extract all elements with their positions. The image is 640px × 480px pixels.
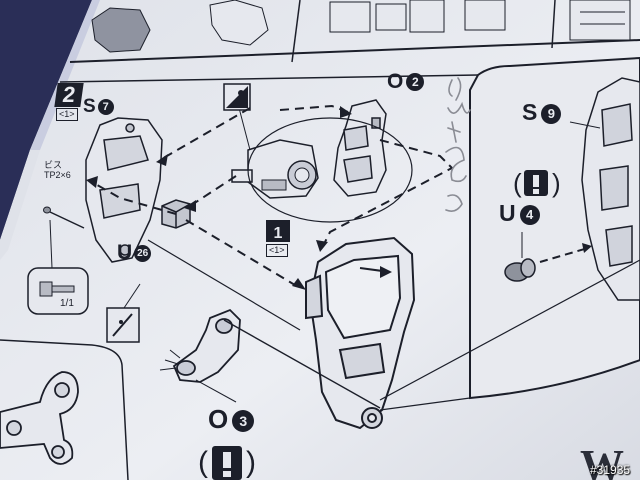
screw-qty-box (27, 219, 89, 315)
screw-spec-line2: TP2×6 (44, 170, 71, 180)
next-heading-partial: W (580, 441, 626, 480)
label-s7-letter: S (83, 96, 96, 117)
callout-ellipse (247, 117, 413, 223)
warning-icon-right: ( ) (513, 168, 561, 198)
svg-text:): ) (552, 168, 561, 198)
screw-part (43, 206, 85, 229)
sub-step-badge (266, 220, 290, 242)
label-s9-number: 9 (541, 103, 562, 124)
step-sub-tag: <1> (56, 108, 78, 121)
part-t-tool (0, 371, 79, 465)
label-u26-number: 26 (134, 244, 152, 262)
label-o2-letter: O (387, 70, 404, 93)
part-u4 (504, 258, 536, 282)
label-u4-number: 4 (519, 204, 540, 225)
label-o2-number: 2 (406, 73, 425, 92)
sub-step-number-glyph: 1 (274, 225, 283, 242)
handwritten-note (445, 77, 471, 212)
left-edge-band (0, 0, 92, 240)
color-tag-box (223, 83, 251, 111)
thumb-left (91, 0, 269, 53)
part-o3 (172, 308, 241, 383)
step-number: 2 (54, 82, 84, 107)
screw-spec-line1: ビス (44, 160, 63, 170)
label-o3-letter: O (208, 404, 229, 434)
svg-text:): ) (246, 446, 256, 479)
svg-text:(: ( (198, 446, 208, 479)
screw-quantity: 1/1 (60, 298, 74, 309)
warning-icon-bottom: ( ) (198, 446, 256, 480)
part-s7 (85, 117, 163, 263)
part-o2-frame (333, 99, 387, 197)
label-s7-number: 7 (97, 98, 114, 115)
svg-text:(: ( (513, 168, 522, 198)
label-s9-letter: S (522, 99, 538, 125)
sub-step-tag: <1> (266, 244, 288, 257)
thumb-right (329, 0, 631, 41)
cut-warning-tag (106, 283, 141, 343)
label-u26-letter: U (117, 241, 133, 264)
part-s9 (581, 77, 640, 301)
part-front-frame (305, 236, 416, 430)
label-u4-letter: U (499, 200, 516, 226)
label-o3-number: 3 (232, 410, 255, 433)
part-o2-core (231, 139, 319, 199)
image-watermark: #31935 (590, 463, 631, 477)
